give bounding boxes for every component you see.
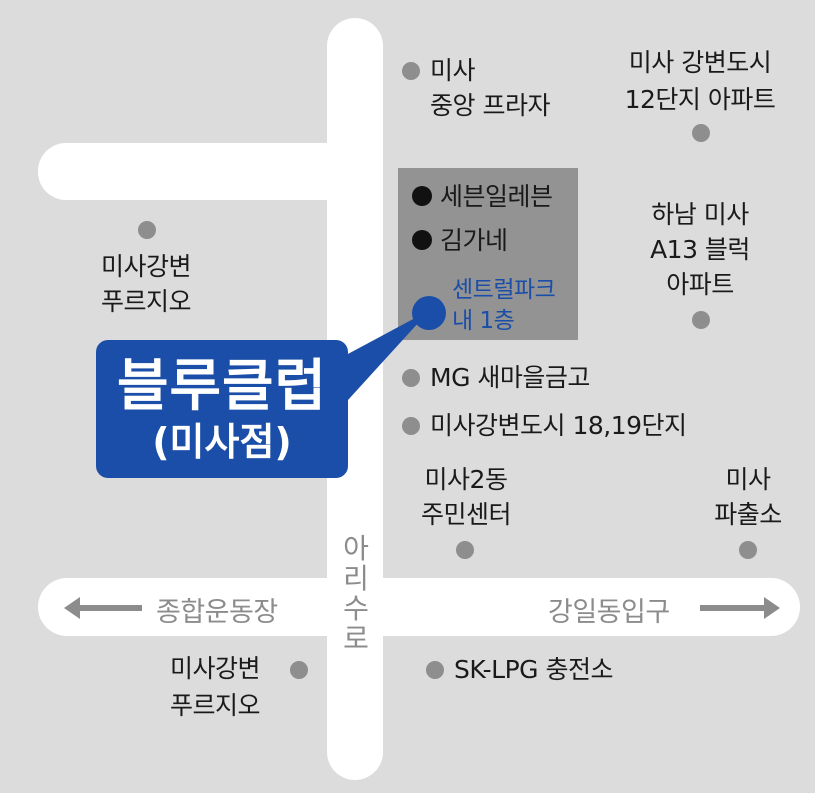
road-lower <box>38 578 800 636</box>
landmark-dot <box>692 311 710 329</box>
label-misa-plaza-line2: 중앙 프라자 <box>430 91 550 120</box>
label-hanam-line2: A13 블럭 <box>650 235 750 264</box>
road-name-west: 종합운동장 <box>156 597 278 628</box>
landmark-dot <box>426 661 444 679</box>
label-floor: 내 1층 <box>452 308 515 334</box>
road-name-east: 강일동입구 <box>548 597 670 628</box>
store-callout: 블루클럽 (미사점) <box>96 340 348 478</box>
label-center-line2: 주민센터 <box>420 500 512 529</box>
landmark-dot <box>456 541 474 559</box>
label-mg: MG 새마을금고 <box>430 363 590 392</box>
label-police-line1: 미사 <box>725 465 771 494</box>
label-apt12-line2: 12단지 아파트 <box>624 85 776 114</box>
tenant-dot <box>412 230 432 250</box>
label-hanam-line3: 아파트 <box>666 270 734 299</box>
label-sk-lpg: SK-LPG 충전소 <box>454 655 613 684</box>
label-center-line1: 미사2동 <box>424 465 508 494</box>
landmark-dot <box>402 417 420 435</box>
label-misa-plaza-line1: 미사 <box>430 56 476 85</box>
landmark-dot <box>692 124 710 142</box>
label-prugio-top-line2: 푸르지오 <box>100 287 192 316</box>
label-gangbyeon-1819: 미사강변도시 18,19단지 <box>430 411 687 440</box>
road-upper-west <box>38 143 383 200</box>
store-name: 블루클럽 <box>116 354 328 419</box>
label-seven-eleven: 세븐일레븐 <box>440 182 553 211</box>
arrow-left-icon <box>64 597 142 619</box>
landmark-dot <box>138 221 156 239</box>
arrow-right-icon <box>700 597 780 619</box>
label-police-line2: 파출소 <box>714 500 782 529</box>
landmark-dot <box>290 661 308 679</box>
road-name-arisuro: 아 리 수 로 <box>343 532 369 655</box>
label-kimgane: 김가네 <box>440 226 508 255</box>
landmark-dot <box>402 62 420 80</box>
label-prugio-bottom-line2: 푸르지오 <box>169 691 261 720</box>
label-central-park: 센트럴파크 <box>452 277 556 303</box>
label-prugio-top-line1: 미사강변 <box>100 252 192 281</box>
tenant-dot <box>412 186 432 206</box>
label-apt12-line1: 미사 강변도시 <box>628 48 772 77</box>
label-hanam-line1: 하남 미사 <box>651 200 749 229</box>
landmark-dot <box>402 369 420 387</box>
store-branch: (미사점) <box>152 420 292 464</box>
label-prugio-bottom-line1: 미사강변 <box>169 654 261 683</box>
landmark-dot <box>739 541 757 559</box>
store-location-marker <box>412 296 446 330</box>
